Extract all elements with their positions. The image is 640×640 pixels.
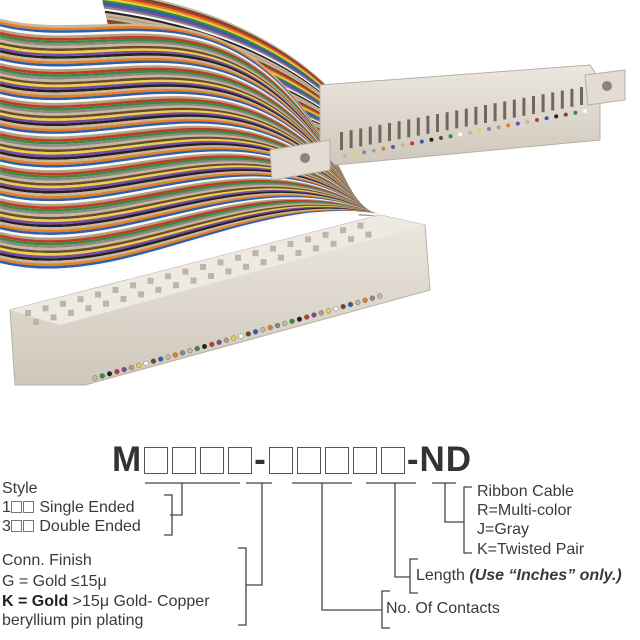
- wire: [0, 210, 380, 272]
- style-single-label: Single Ended: [39, 499, 135, 516]
- length-label: Length: [416, 567, 470, 584]
- conn-finish-title: Conn. Finish: [2, 552, 92, 569]
- style-double-label: Double Ended: [39, 518, 141, 535]
- conn-finish-gold-le: G = Gold ≤15μ: [2, 573, 107, 590]
- part-separator: -: [254, 440, 267, 479]
- style-title: Style: [2, 480, 38, 497]
- ribbon-option-twisted-pair: K=Twisted Pair: [477, 541, 585, 558]
- conn-finish-gold-gt: K = Gold >15μ Gold- Copper: [2, 593, 210, 611]
- style-single-option: 1 Single Ended: [2, 499, 135, 517]
- connector-back: [269, 64, 626, 181]
- ribbon-cable-product-image: [0, 0, 626, 386]
- gold-gt-desc: >15μ Gold- Copper: [68, 593, 210, 610]
- length-option: Length (Use “Inches” only.): [416, 567, 622, 585]
- part-suffix: -ND: [406, 440, 473, 479]
- ribbon-title: Ribbon Cable: [477, 483, 574, 500]
- ribbon-option-multicolor: R=Multi-color: [477, 502, 572, 519]
- part-number-template: M - -ND: [112, 440, 472, 480]
- part-prefix: M: [112, 440, 143, 479]
- contacts-label: No. Of Contacts: [386, 600, 500, 617]
- style-double-code: 3: [2, 518, 11, 535]
- length-note: (Use “Inches” only.): [469, 567, 622, 584]
- gold-gt-code: K = Gold: [2, 593, 69, 610]
- style-single-code: 1: [2, 499, 11, 516]
- style-double-option: 3 Double Ended: [2, 518, 141, 536]
- ribbon-option-gray: J=Gray: [477, 521, 530, 538]
- conn-finish-gold-gt-line2: beryllium pin plating: [2, 612, 144, 629]
- connector-front: [9, 214, 431, 386]
